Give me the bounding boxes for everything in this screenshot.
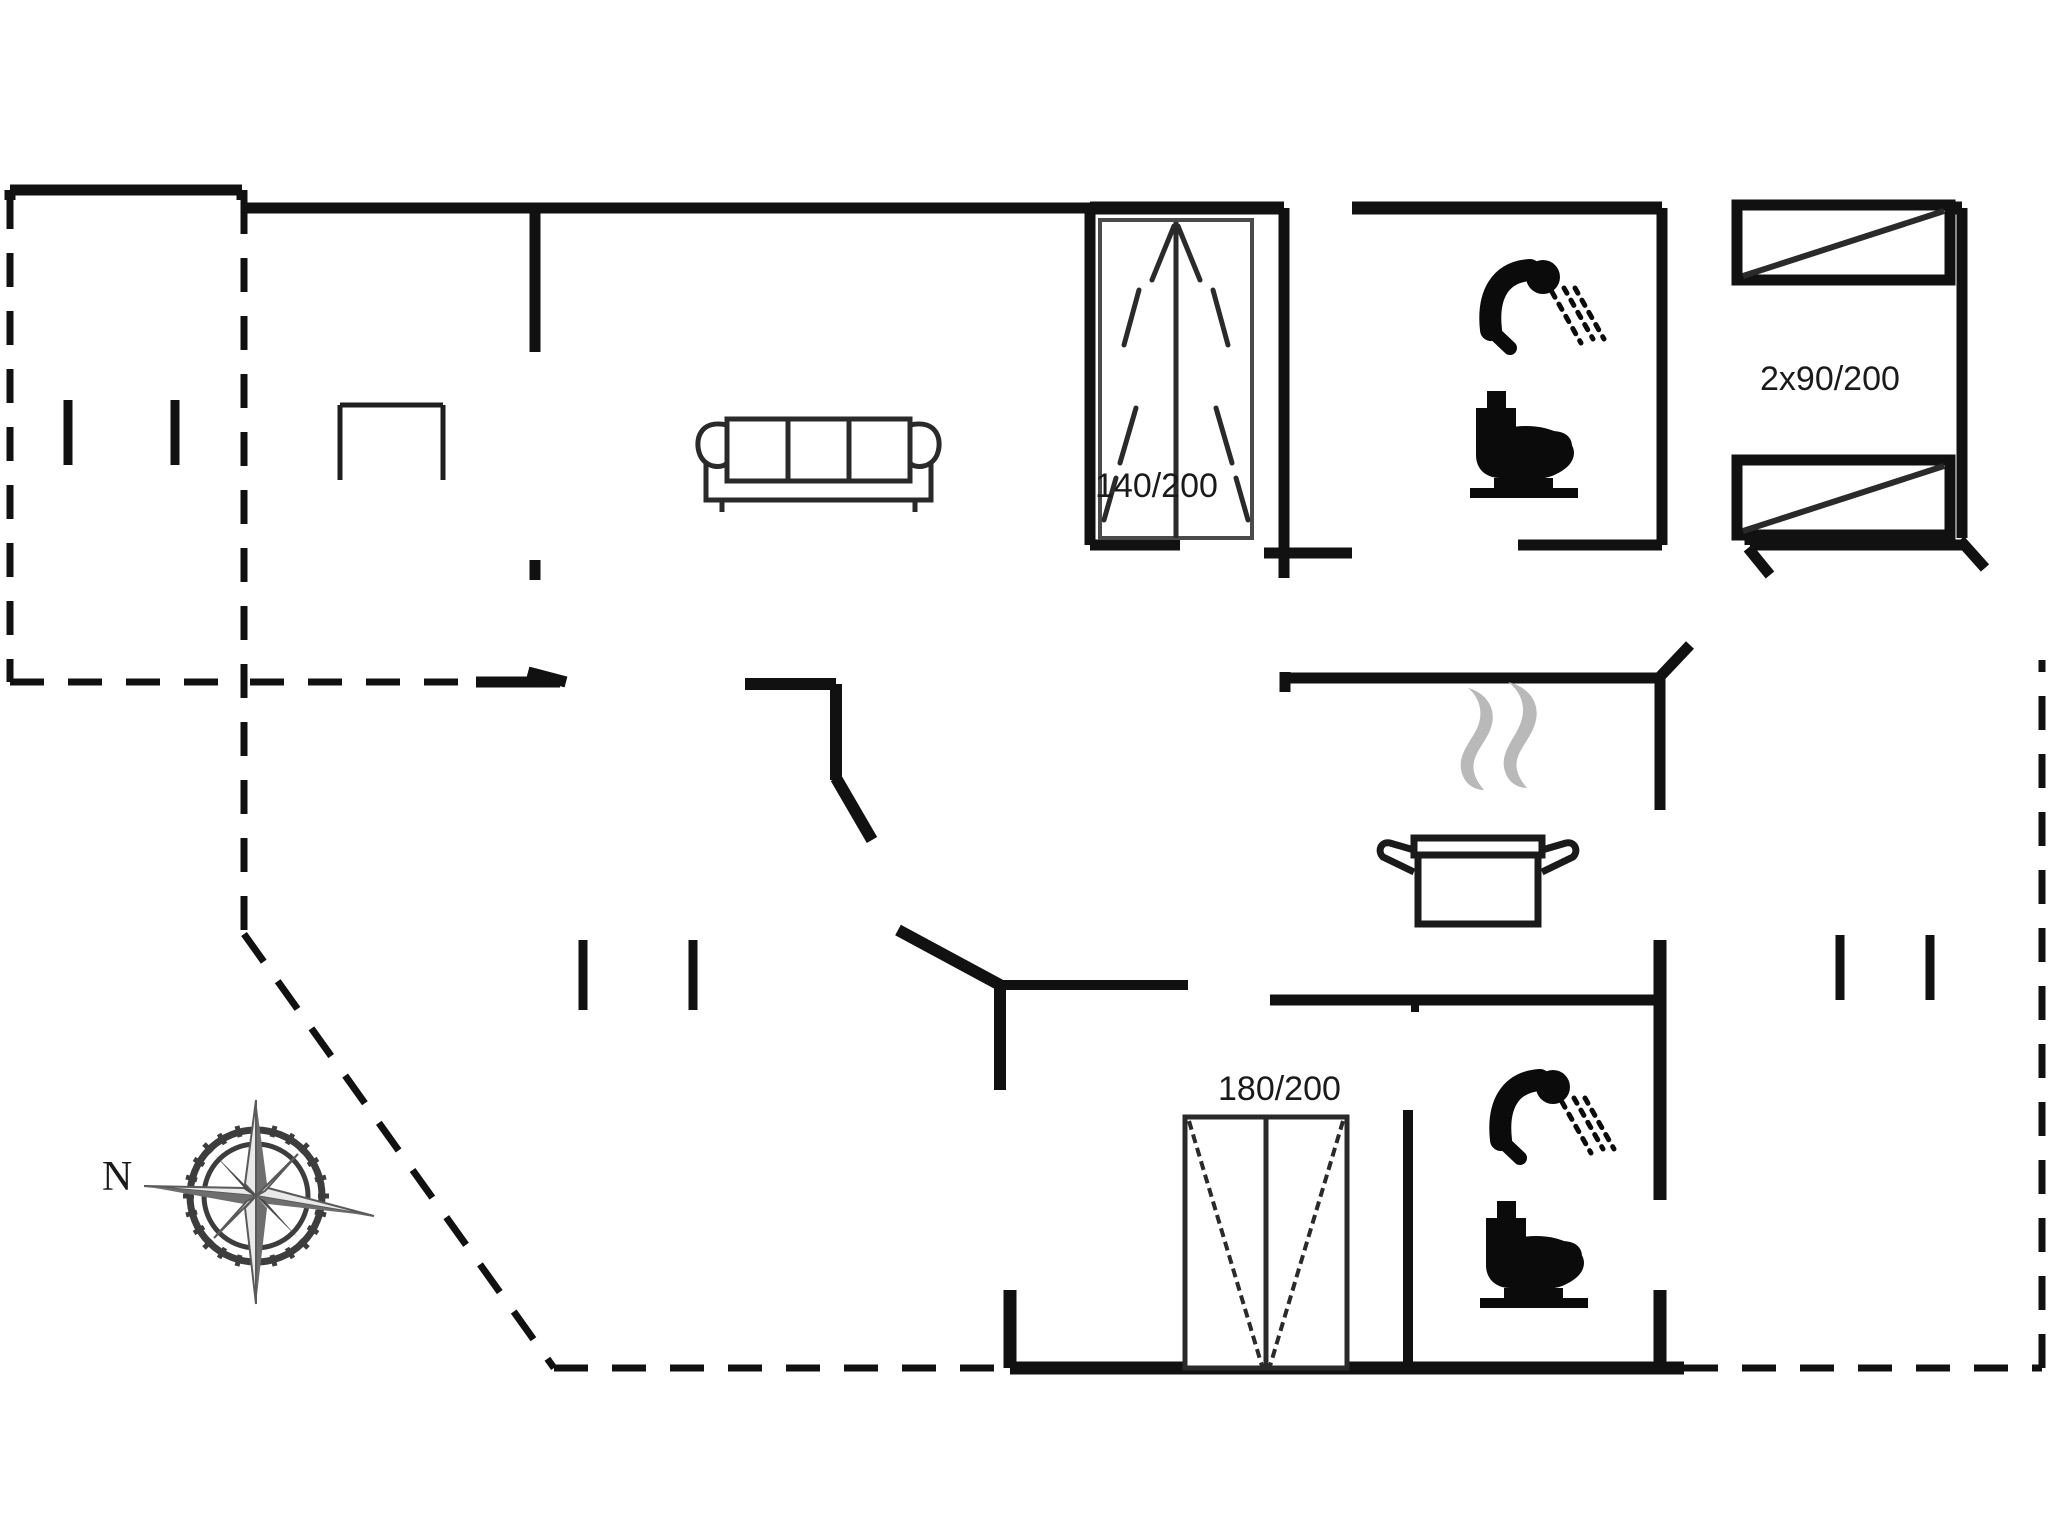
- table-icon: [337, 402, 446, 480]
- bunk-bed-upper-icon: [1731, 199, 1956, 286]
- bed-2x90-200-label: 2x90/200: [1760, 360, 1900, 398]
- cooking-pot-icon: [1376, 682, 1580, 928]
- double-bed-icon-180: [1182, 1114, 1350, 1371]
- bunk-bed-lower-icon: [1731, 454, 1956, 541]
- building-walls: [4, 184, 1990, 1375]
- bed-180-200-label: 180/200: [1218, 1070, 1341, 1108]
- shower-toilet-icon-bottom: [1480, 1069, 1617, 1308]
- compass-north-label: N: [102, 1154, 132, 1200]
- bed-140-200-label: 140/200: [1095, 467, 1218, 505]
- compass-rose-icon: [143, 1099, 375, 1305]
- shower-toilet-icon-top: [1470, 259, 1607, 498]
- double-bed-icon-140: [1098, 218, 1254, 540]
- steam-icon: [1460, 682, 1537, 790]
- window-marks: [63, 400, 1935, 1010]
- sofa-icon: [695, 416, 942, 512]
